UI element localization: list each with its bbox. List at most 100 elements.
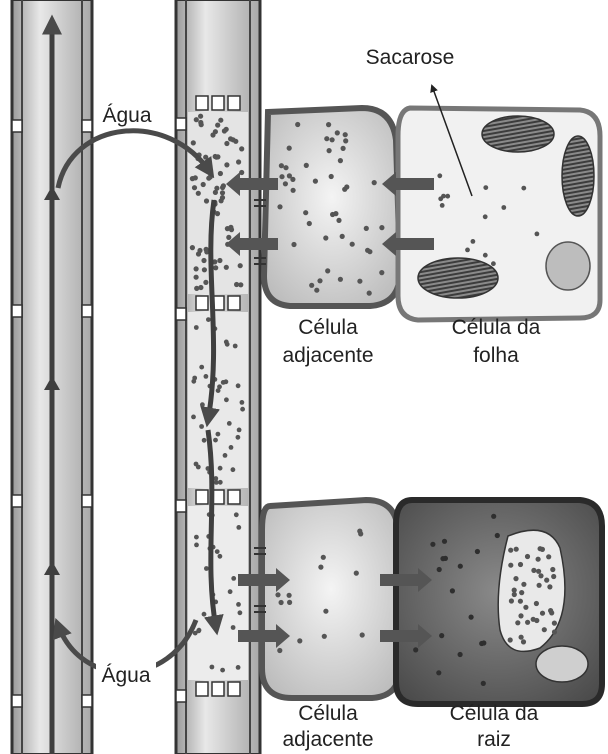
sucrose-dot (437, 567, 442, 572)
sucrose-dot (283, 165, 288, 170)
sucrose-dot (323, 235, 328, 240)
sucrose-dot (214, 480, 219, 485)
sucrose-dot (214, 155, 219, 160)
sucrose-dot (540, 611, 545, 616)
sucrose-dot (194, 117, 199, 122)
sucrose-dot (228, 225, 233, 230)
sucrose-dot (552, 629, 557, 634)
sucrose-dot (291, 242, 296, 247)
sucrose-dot (513, 576, 518, 581)
sucrose-dot (379, 225, 384, 230)
sucrose-dot (240, 407, 245, 412)
sucrose-dot (521, 582, 526, 587)
sucrose-dot (220, 668, 225, 673)
sucrose-dot (213, 438, 218, 443)
sucrose-dot (358, 531, 363, 536)
sucrose-dot (194, 275, 199, 280)
sucrose-dot (204, 566, 209, 571)
sucrose-dot (340, 234, 345, 239)
sucrose-dot (325, 268, 330, 273)
sucrose-dot (338, 277, 343, 282)
sucrose-dot (194, 286, 199, 291)
sucrose-dot (521, 186, 526, 191)
leaf-companion-cell (264, 108, 400, 306)
sucrose-dot (481, 681, 486, 686)
sucrose-dot (440, 556, 445, 561)
sucrose-dot (239, 146, 244, 151)
sucrose-dot (210, 132, 215, 137)
sucrose-dot (475, 549, 480, 554)
sucrose-dot (202, 612, 207, 617)
sucrose-dot (220, 195, 225, 200)
sucrose-dot (216, 432, 221, 437)
sucrose-dot (279, 600, 284, 605)
sucrose-dot (344, 184, 349, 189)
sucrose-dot (236, 602, 241, 607)
sucrose-dot (367, 291, 372, 296)
sucrose-dot (202, 438, 207, 443)
sucrose-dot (206, 317, 211, 322)
sucrose-dot (191, 140, 196, 145)
sucrose-dot (318, 565, 323, 570)
sucrose-dot (525, 554, 530, 559)
xylem-vessel (12, 0, 92, 754)
sucrose-dot (441, 194, 446, 199)
sucrose-dot (225, 342, 230, 347)
sucrose-dot (317, 278, 322, 283)
water-label-bottom: Água (101, 664, 150, 687)
sucrose-dot (234, 512, 239, 517)
sucrose-dot (519, 635, 524, 640)
sucrose-dot (204, 198, 209, 203)
sucrose-dot (194, 543, 199, 548)
sucrose-dot (238, 263, 243, 268)
sucrose-dot (224, 265, 229, 270)
sucrose-dot (199, 424, 204, 429)
sucrose-dot (501, 205, 506, 210)
root-cell-label-2: raiz (477, 728, 511, 751)
root-cell (396, 500, 602, 704)
sucrose-dot (233, 344, 238, 349)
sucrose-dot (322, 634, 327, 639)
sucrose-dot (536, 557, 541, 562)
root-companion-label-1: Célula (298, 702, 358, 725)
sucrose-dot (314, 288, 319, 293)
water-label-top: Água (102, 104, 151, 127)
sucrose-dot (279, 163, 284, 168)
sucrose-dot (194, 266, 199, 271)
sucrose-dot (495, 533, 500, 538)
sucrose-dot (277, 204, 282, 209)
leaf-companion-label-1: Célula (298, 316, 358, 339)
sucrose-dot (436, 670, 441, 675)
sucrose-dot (279, 174, 284, 179)
sucrose-dot (218, 118, 223, 123)
sucrose-dot (534, 601, 539, 606)
sucrose-dot (196, 191, 201, 196)
sucrose-dot (214, 186, 219, 191)
sucrose-dot (237, 428, 242, 433)
sucrose-dot (204, 247, 209, 252)
sucrose-dot (483, 253, 488, 258)
sucrose-dot (236, 525, 241, 530)
sucrose-dot (546, 554, 551, 559)
sucrose-dot (458, 652, 463, 657)
sucrose-dot (508, 637, 513, 642)
sucrose-dot (550, 567, 555, 572)
sucrose-dot (287, 600, 292, 605)
sucrose-dot (191, 415, 196, 420)
sucrose-dot (236, 383, 241, 388)
sucrose-dot (192, 185, 197, 190)
sucrose-dot (210, 665, 215, 670)
sucrose-dot (199, 365, 204, 370)
sucrose-dot (329, 174, 334, 179)
sucrose-dot (531, 568, 536, 573)
sucrose-dot (223, 453, 228, 458)
sucrose-dot (537, 583, 542, 588)
sucrose-dot (231, 576, 236, 581)
sucrose-dot (335, 130, 340, 135)
sucrose-dot (525, 620, 530, 625)
sucrose-dot (202, 267, 207, 272)
sucrose-dot (442, 539, 447, 544)
sucrose-dot (234, 282, 239, 287)
sucrose-dot (200, 402, 205, 407)
sucrose-dot (190, 245, 195, 250)
